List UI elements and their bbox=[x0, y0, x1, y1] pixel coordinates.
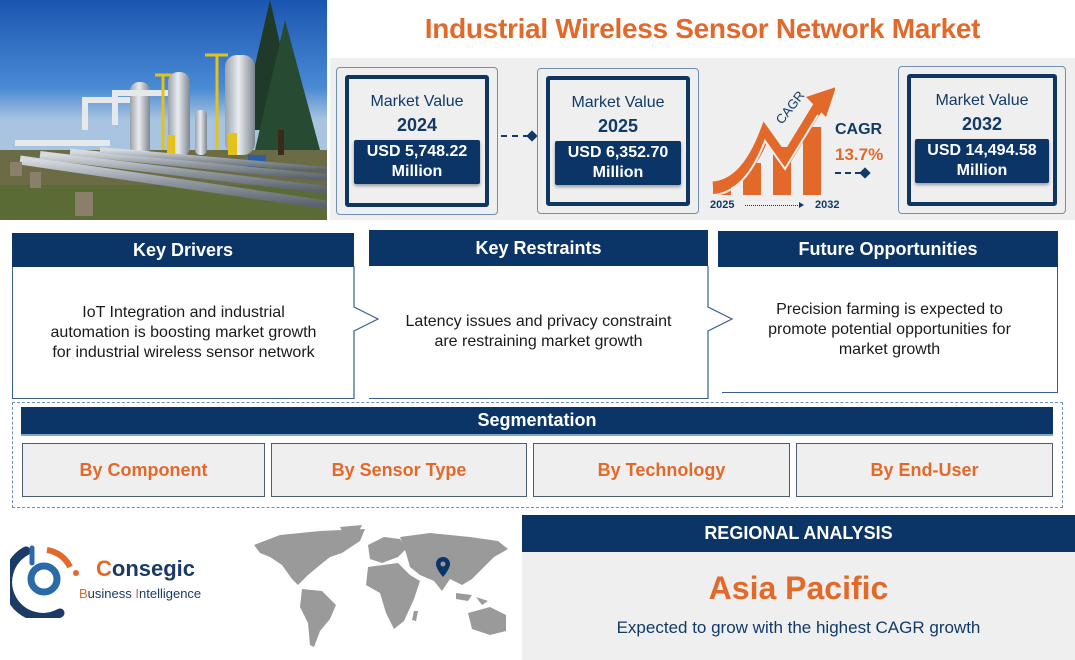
market-value-unit: Million bbox=[956, 162, 1008, 179]
market-value-unit: Million bbox=[391, 163, 443, 180]
market-value-amount: USD 14,494.58 Million bbox=[915, 139, 1049, 183]
market-value-number: USD 6,352.70 bbox=[567, 144, 669, 161]
cagr-label: CAGR bbox=[835, 121, 883, 138]
logo-word-rest: onsegic bbox=[111, 556, 196, 581]
cagr-start-year: 2025 bbox=[710, 199, 735, 211]
logo-word-intelligence: ntelligence bbox=[139, 586, 202, 601]
logo-letter-b: B bbox=[79, 586, 88, 601]
segmentation-header: Segmentation bbox=[21, 407, 1053, 436]
connector-line bbox=[835, 172, 861, 174]
market-value-year: 2025 bbox=[597, 116, 639, 136]
logo-tagline: Business Intelligence bbox=[79, 586, 201, 601]
key-drivers-header: Key Drivers bbox=[12, 233, 354, 267]
market-value-amount: USD 5,748.22 Million bbox=[354, 140, 480, 184]
segment-by-component: By Component bbox=[22, 443, 265, 497]
future-opportunities-text: Precision farming is expected to promote… bbox=[722, 267, 1058, 393]
world-map bbox=[254, 525, 508, 647]
industrial-plant-photo bbox=[0, 0, 327, 220]
cagr-graphic-text: CAGR bbox=[773, 88, 808, 127]
location-pin-icon bbox=[436, 557, 450, 577]
cagr-value: 13.7% bbox=[835, 145, 884, 164]
key-drivers-text: IoT Integration and industrial automatio… bbox=[12, 267, 354, 399]
key-restraints-text: Latency issues and privacy constraint ar… bbox=[369, 266, 708, 399]
cagr-end-year: 2032 bbox=[815, 199, 840, 211]
top-region: Asia Pacific bbox=[708, 570, 889, 606]
cagr-growth-chart-icon: CAGR bbox=[710, 85, 836, 197]
market-value-label: Market Value bbox=[935, 92, 1029, 109]
market-value-card-2025: Market Value 2025 USD 6,352.70 Million bbox=[537, 68, 699, 214]
connector-line bbox=[501, 135, 529, 137]
market-value-label: Market Value bbox=[370, 93, 464, 110]
market-value-card-2032: Market Value 2032 USD 14,494.58 Million bbox=[898, 66, 1066, 214]
regional-analysis-body bbox=[522, 552, 1075, 660]
page-title: Industrial Wireless Sensor Network Marke… bbox=[424, 13, 981, 44]
market-value-amount: USD 6,352.70 Million bbox=[555, 141, 681, 185]
logo-word-business: usiness bbox=[87, 586, 136, 601]
market-value-number: USD 5,748.22 bbox=[366, 143, 468, 160]
future-opportunities-header: Future Opportunities bbox=[718, 231, 1058, 267]
segmentation-container bbox=[12, 402, 1063, 508]
market-value-number: USD 14,494.58 bbox=[927, 142, 1037, 159]
market-value-year: 2032 bbox=[961, 114, 1003, 134]
region-description: Expected to grow with the highest CAGR g… bbox=[616, 618, 981, 637]
market-value-card-2024: Market Value 2024 USD 5,748.22 Million bbox=[336, 67, 498, 215]
logo-wordmark: Consegic bbox=[96, 556, 195, 582]
key-restraints-header: Key Restraints bbox=[369, 230, 708, 266]
chevron-separator-icon bbox=[707, 266, 734, 399]
logo-letter-c: C bbox=[96, 556, 112, 581]
segment-by-technology: By Technology bbox=[533, 443, 790, 497]
timeline-arrowhead-icon bbox=[799, 202, 804, 208]
market-value-year: 2024 bbox=[396, 115, 438, 135]
market-value-unit: Million bbox=[592, 164, 644, 181]
market-value-label: Market Value bbox=[571, 94, 665, 111]
segment-by-sensor-type: By Sensor Type bbox=[271, 443, 527, 497]
timeline-arrow bbox=[745, 205, 800, 206]
regional-analysis-header: REGIONAL ANALYSIS bbox=[522, 515, 1075, 552]
logo-letter-i: I bbox=[135, 586, 139, 601]
consegic-logo-icon bbox=[10, 545, 79, 618]
segment-by-end-user: By End-User bbox=[796, 443, 1053, 497]
chevron-separator-icon bbox=[353, 266, 380, 399]
